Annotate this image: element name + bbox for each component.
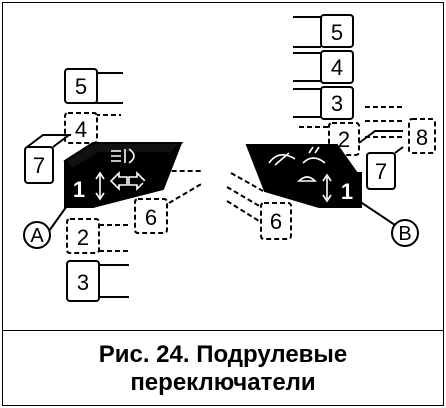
- right-position-8: 8: [365, 106, 436, 154]
- left-position-2-label: 2: [77, 225, 89, 250]
- right-callout-label: B: [398, 223, 411, 245]
- left-position-4: 4: [64, 112, 121, 144]
- right-position-7-label: 7: [375, 159, 387, 184]
- right-position-3: 3: [293, 86, 354, 120]
- washer-icon: [302, 146, 326, 164]
- left-position-5: 5: [64, 68, 123, 104]
- left-position-5-label: 5: [75, 74, 87, 99]
- right-position-4-label: 4: [331, 55, 343, 80]
- left-position-4-label: 4: [75, 117, 87, 142]
- left-position-2: 2: [66, 218, 129, 254]
- left-lever-number: 1: [73, 177, 85, 202]
- right-position-7: 7: [358, 130, 404, 190]
- headlight-icon: [111, 148, 135, 164]
- left-switch: 5 4 7: [23, 68, 204, 302]
- right-position-4: 4: [293, 50, 354, 84]
- right-position-3-label: 3: [331, 91, 343, 116]
- right-position-5: 5: [293, 14, 354, 48]
- left-lever[interactable]: 1: [63, 142, 184, 208]
- left-position-3-label: 3: [77, 270, 89, 295]
- right-position-5-label: 5: [331, 20, 343, 45]
- right-lever[interactable]: 1: [245, 144, 362, 208]
- right-callout: B: [358, 200, 419, 247]
- up-down-arrow-icon: [95, 171, 105, 201]
- rear-wiper-icon: [297, 176, 317, 182]
- left-position-6-label: 6: [145, 205, 157, 230]
- left-callout-label: A: [30, 225, 44, 247]
- left-position-3: 3: [66, 260, 129, 302]
- right-position-6: 6: [226, 172, 292, 240]
- right-position-2-label: 2: [338, 127, 350, 152]
- left-position-6: 6: [134, 170, 204, 234]
- windshield-wiper-icon: [268, 152, 296, 166]
- turn-signal-arrows-icon: [109, 171, 147, 191]
- left-callout: A: [23, 202, 70, 249]
- left-position-7-label: 7: [33, 153, 45, 178]
- figure-caption-line-1: Рис. 24. Подрулевые: [98, 341, 348, 368]
- switches-diagram: 5 4 7: [23, 14, 436, 302]
- right-switch: 5 4 3: [226, 14, 436, 247]
- right-lever-number: 1: [341, 179, 353, 204]
- left-position-7: 7: [24, 134, 71, 184]
- figure-caption: Рис. 24. Подрулевые переключатели: [3, 333, 443, 405]
- right-position-6-label: 6: [270, 209, 282, 234]
- figure-caption-line-2: переключатели: [130, 369, 316, 396]
- right-position-8-label: 8: [416, 125, 428, 150]
- up-down-arrow-icon: [322, 173, 332, 203]
- figure-illustration: 5 4 7: [3, 3, 443, 331]
